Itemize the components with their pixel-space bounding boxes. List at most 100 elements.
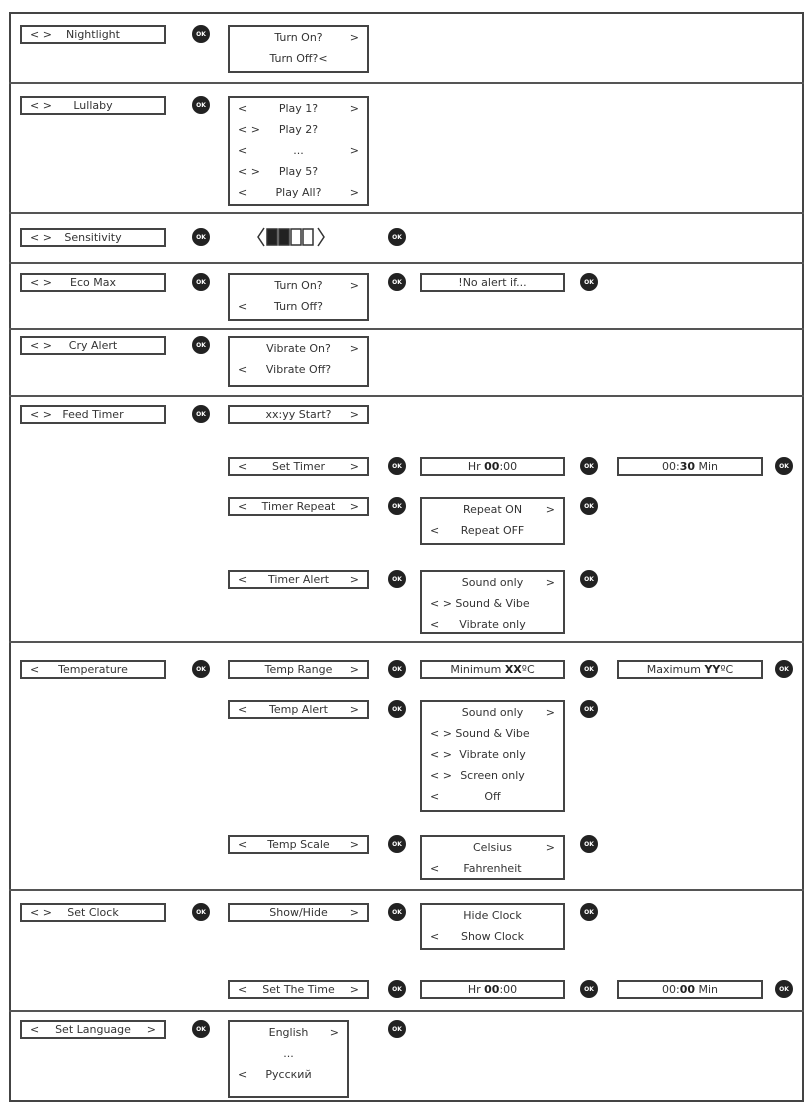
option-line[interactable]: < >Sensitivity [30,231,156,245]
option-line[interactable]: !No alert if... [430,276,555,290]
sensitivity-level-gauge[interactable] [256,226,326,248]
feed-timer-minutes[interactable]: 00:30 Min [617,457,763,476]
feed-timer-repeat-options[interactable]: Repeat ON><Repeat OFF [420,497,565,545]
option-line[interactable]: Vibrate On?> [238,338,359,359]
option-line[interactable]: <Off [430,786,555,807]
option-line[interactable]: Hr 00:00 [430,460,555,474]
ok-button-icon[interactable]: OK [388,835,406,853]
option-line[interactable]: < >Play 5? [238,161,359,182]
ok-button-icon[interactable]: OK [192,25,210,43]
feed-timer-start[interactable]: xx:yy Start?> [228,405,369,424]
nightlight-options[interactable]: Turn On?>Turn Off?< [228,25,369,73]
option-line[interactable]: Turn On?> [238,275,359,296]
feed-timer-alert[interactable]: <Timer Alert> [228,570,369,589]
option-line[interactable]: Hide Clock [430,905,555,926]
language-options[interactable]: English>...<Русский [228,1020,349,1098]
option-line[interactable]: Celsius> [430,837,555,858]
ok-button-icon[interactable]: OK [388,1020,406,1038]
option-line[interactable]: <Turn Off? [238,296,359,317]
ok-button-icon[interactable]: OK [580,660,598,678]
ok-button-icon[interactable]: OK [580,835,598,853]
option-line[interactable]: <Temperature [30,663,156,677]
lullaby-options[interactable]: <Play 1?>< >Play 2?<...>< >Play 5?<Play … [228,96,369,206]
ok-button-icon[interactable]: OK [580,700,598,718]
ok-button-icon[interactable]: OK [192,228,210,246]
ok-button-icon[interactable]: OK [388,228,406,246]
option-line[interactable]: Turn On?> [238,27,359,48]
ok-button-icon[interactable]: OK [580,497,598,515]
ok-button-icon[interactable]: OK [580,903,598,921]
option-line[interactable]: Temp Range> [238,663,359,677]
feed-timer-repeat[interactable]: <Timer Repeat> [228,497,369,516]
temp-scale[interactable]: <Temp Scale> [228,835,369,854]
option-line[interactable]: < >Sound & Vibe [430,593,555,614]
option-line[interactable]: < >Eco Max [30,276,156,290]
ok-button-icon[interactable]: OK [192,903,210,921]
ok-button-icon[interactable]: OK [192,96,210,114]
option-line[interactable]: Turn Off?< [238,48,359,69]
menu-nightlight[interactable]: < >Nightlight [20,25,166,44]
option-line[interactable]: <Timer Alert> [238,573,359,587]
ok-button-icon[interactable]: OK [388,903,406,921]
menu-cry-alert[interactable]: < >Cry Alert [20,336,166,355]
clock-hours[interactable]: Hr 00:00 [420,980,565,999]
feed-timer-set-timer[interactable]: <Set Timer> [228,457,369,476]
clock-minutes[interactable]: 00:00 Min [617,980,763,999]
feed-timer-alert-options[interactable]: Sound only>< >Sound & Vibe<Vibrate only [420,570,565,634]
clock-show-hide[interactable]: Show/Hide> [228,903,369,922]
option-line[interactable]: Minimum XXºC [430,663,555,677]
option-line[interactable]: <Timer Repeat> [238,500,359,514]
option-line[interactable]: <Set The Time> [238,983,359,997]
option-line[interactable]: < >Lullaby [30,99,156,113]
menu-sensitivity[interactable]: < >Sensitivity [20,228,166,247]
option-line[interactable]: 00:00 Min [627,983,753,997]
clock-set-time[interactable]: <Set The Time> [228,980,369,999]
ok-button-icon[interactable]: OK [388,497,406,515]
menu-set-language[interactable]: <Set Language> [20,1020,166,1039]
ok-button-icon[interactable]: OK [580,457,598,475]
menu-temperature[interactable]: <Temperature [20,660,166,679]
option-line[interactable]: <Show Clock [430,926,555,947]
option-line[interactable]: Hr 00:00 [430,983,555,997]
option-line[interactable]: < >Nightlight [30,28,156,42]
ok-button-icon[interactable]: OK [192,336,210,354]
ok-button-icon[interactable]: OK [388,700,406,718]
ok-button-icon[interactable]: OK [580,570,598,588]
option-line[interactable]: Sound only> [430,572,555,593]
ok-button-icon[interactable]: OK [192,405,210,423]
ok-button-icon[interactable]: OK [192,273,210,291]
option-line[interactable]: <Vibrate Off? [238,359,359,380]
option-line[interactable]: ... [238,1043,339,1064]
option-line[interactable]: < >Screen only [430,765,555,786]
option-line[interactable]: < >Feed Timer [30,408,156,422]
clock-show-options[interactable]: Hide Clock<Show Clock [420,903,565,950]
option-line[interactable]: English> [238,1022,339,1043]
temp-minimum[interactable]: Minimum XXºC [420,660,565,679]
temp-scale-options[interactable]: Celsius><Fahrenheit [420,835,565,880]
ok-button-icon[interactable]: OK [388,273,406,291]
temp-alert-options[interactable]: Sound only>< >Sound & Vibe< >Vibrate onl… [420,700,565,812]
option-line[interactable]: < >Play 2? [238,119,359,140]
option-line[interactable]: <Repeat OFF [430,520,555,541]
temp-range[interactable]: Temp Range> [228,660,369,679]
temp-alert[interactable]: <Temp Alert> [228,700,369,719]
ok-button-icon[interactable]: OK [775,457,793,475]
menu-feed-timer[interactable]: < >Feed Timer [20,405,166,424]
menu-eco-max[interactable]: < >Eco Max [20,273,166,292]
option-line[interactable]: <Play 1?> [238,98,359,119]
ok-button-icon[interactable]: OK [580,980,598,998]
option-line[interactable]: <...> [238,140,359,161]
option-line[interactable]: Sound only> [430,702,555,723]
option-line[interactable]: Repeat ON> [430,499,555,520]
option-line[interactable]: <Play All?> [238,182,359,203]
option-line[interactable]: < >Set Clock [30,906,156,920]
menu-set-clock[interactable]: < >Set Clock [20,903,166,922]
ok-button-icon[interactable]: OK [388,980,406,998]
option-line[interactable]: <Русский [238,1064,339,1085]
option-line[interactable]: <Fahrenheit [430,858,555,879]
feed-timer-hours[interactable]: Hr 00:00 [420,457,565,476]
ok-button-icon[interactable]: OK [580,273,598,291]
temp-maximum[interactable]: Maximum YYºC [617,660,763,679]
option-line[interactable]: 00:30 Min [627,460,753,474]
option-line[interactable]: <Temp Alert> [238,703,359,717]
